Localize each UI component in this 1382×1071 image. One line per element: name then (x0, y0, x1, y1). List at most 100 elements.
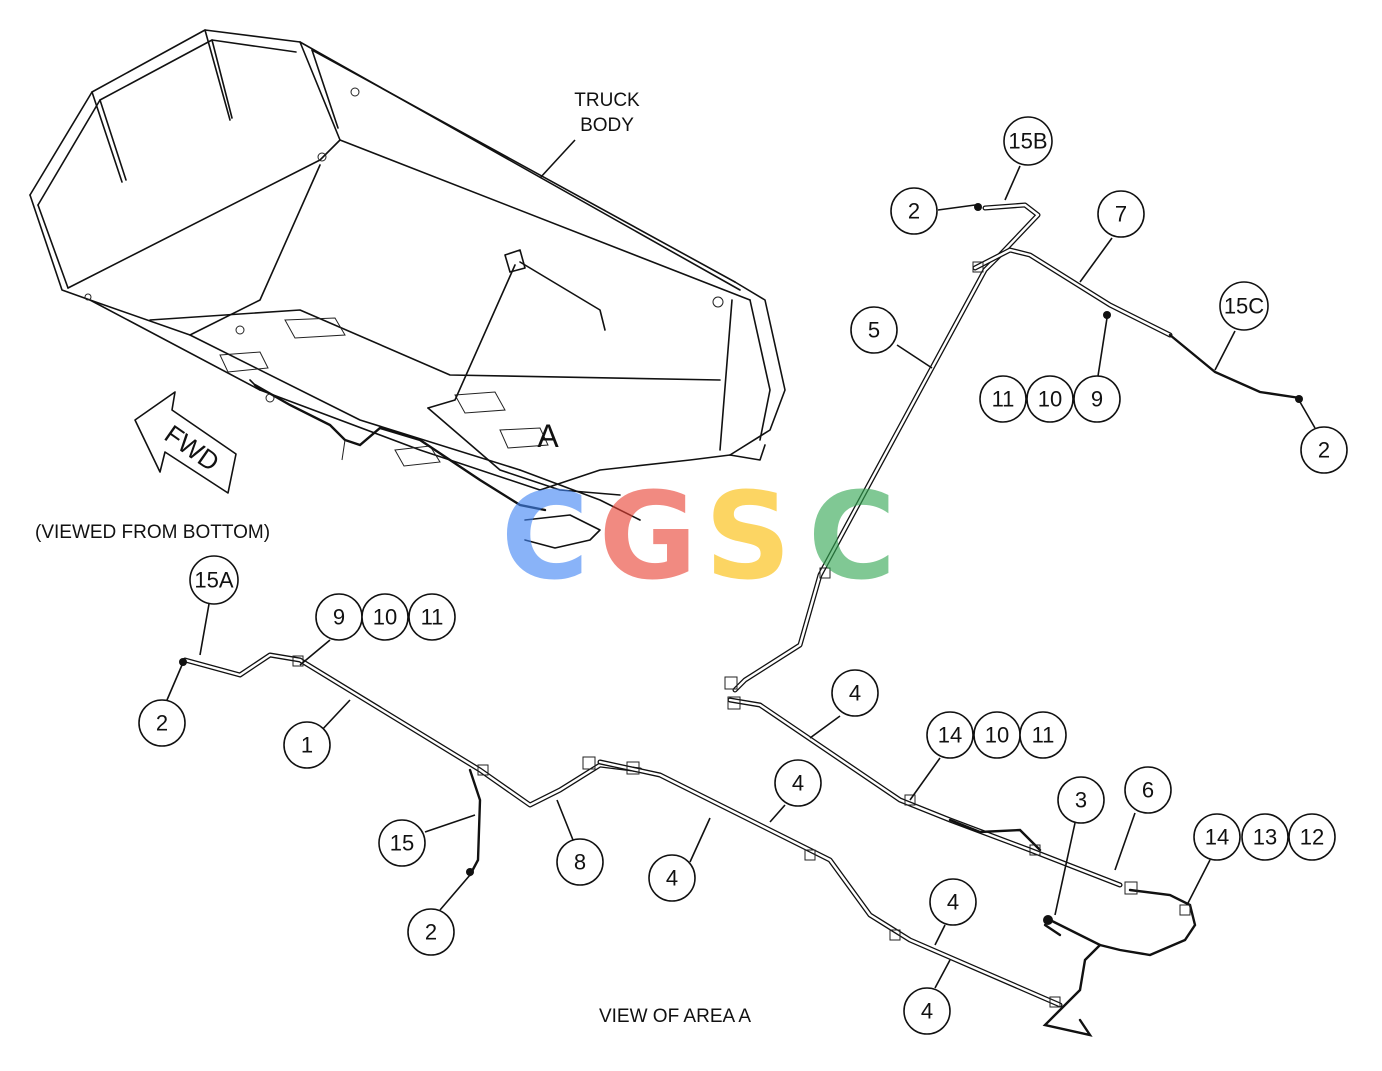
callout-10-upper: 10 (1026, 375, 1074, 423)
callout-circle (1026, 375, 1074, 423)
callout-number: 9 (1091, 387, 1103, 412)
callout-number: 11 (992, 387, 1015, 412)
callout-number: 8 (574, 850, 586, 875)
callout-circle (1073, 375, 1121, 423)
callout-14-a: 14 (926, 711, 974, 759)
callout-circle (979, 375, 1027, 423)
callout-number: 4 (921, 999, 933, 1024)
callout-11-left: 11 (408, 593, 456, 641)
callout-11-upper: 11 (979, 375, 1027, 423)
callout-number: 15 (390, 831, 414, 856)
watermark-letter: G (599, 468, 698, 607)
watermark-letter: C (501, 468, 589, 607)
forward-arrow-icon: FWD (134, 391, 237, 494)
callout-circle (850, 306, 898, 354)
callout-circle (556, 838, 604, 886)
callout-4-c: 4 (648, 854, 696, 902)
callout-circle (903, 987, 951, 1035)
callout-15b: 15B (1003, 116, 1053, 166)
tube-assemblies (179, 202, 1303, 1037)
callout-7: 7 (1097, 190, 1145, 238)
callout-circle (774, 759, 822, 807)
callout-number: 11 (1032, 723, 1055, 748)
callout-number: 2 (908, 199, 920, 224)
view-of-area-a-caption: VIEW OF AREA A (599, 1006, 751, 1027)
callout-circle (929, 878, 977, 926)
truck-body-leader (539, 139, 576, 179)
callout-number: 2 (1318, 438, 1330, 463)
callout-8: 8 (556, 838, 604, 886)
callout-10-left: 10 (361, 593, 409, 641)
fwd-label: FWD (159, 419, 225, 478)
callout-4-e: 4 (903, 987, 951, 1035)
callout-5: 5 (850, 306, 898, 354)
callout-circle (361, 593, 409, 641)
callout-circle (1193, 813, 1241, 861)
callout-2-right: 2 (1300, 426, 1348, 474)
callout-2-top: 2 (890, 187, 938, 235)
callout-1: 1 (283, 721, 331, 769)
callout-number: 4 (666, 866, 678, 891)
callout-9-left: 9 (315, 593, 363, 641)
callout-number: 2 (156, 711, 168, 736)
callout-number: 5 (868, 318, 880, 343)
callout-number: 13 (1253, 825, 1277, 850)
callout-11-a: 11 (1019, 711, 1067, 759)
callout-circle (648, 854, 696, 902)
truck-body-label-line2: BODY (580, 115, 634, 136)
callout-14-b: 14 (1193, 813, 1241, 861)
callout-number: 2 (425, 920, 437, 945)
callout-circle (890, 187, 938, 235)
viewed-from-bottom-label: (VIEWED FROM BOTTOM) (35, 522, 270, 543)
callout-number: 14 (1205, 825, 1229, 850)
callout-circle (1097, 190, 1145, 238)
callout-circle (1003, 116, 1053, 166)
area-a-marker: A (537, 418, 559, 454)
callout-number: 10 (985, 723, 1009, 748)
callout-3: 3 (1057, 776, 1105, 824)
callout-circle (1219, 281, 1269, 331)
callout-4-d: 4 (929, 878, 977, 926)
callout-number: 10 (373, 605, 397, 630)
callout-number: 4 (947, 890, 959, 915)
callout-6: 6 (1124, 766, 1172, 814)
callout-number: 4 (792, 771, 804, 796)
callout-number: 9 (333, 605, 345, 630)
callout-number: 12 (1300, 825, 1324, 850)
callout-13: 13 (1241, 813, 1289, 861)
callout-circle (926, 711, 974, 759)
callout-circle (1288, 813, 1336, 861)
callout-circle (1300, 426, 1348, 474)
callout-circle (283, 721, 331, 769)
callout-number: 10 (1038, 387, 1062, 412)
callout-15: 15 (378, 819, 426, 867)
callout-circle (831, 669, 879, 717)
callout-number: 4 (849, 681, 861, 706)
callout-number: 3 (1075, 788, 1087, 813)
callout-2-left: 2 (138, 699, 186, 747)
callout-circle (408, 593, 456, 641)
watermark-letter: C (808, 468, 896, 607)
truck-body-drawing (29, 29, 786, 549)
callout-circle (407, 908, 455, 956)
callout-4-b: 4 (774, 759, 822, 807)
leader-lines (166, 165, 1316, 989)
callout-15c: 15C (1219, 281, 1269, 331)
callout-number: 11 (421, 605, 444, 630)
callout-15a: 15A (189, 555, 239, 605)
callout-number: 1 (301, 733, 313, 758)
callout-circle (189, 555, 239, 605)
watermark-letter: S (705, 468, 791, 607)
callout-number: 15A (194, 568, 233, 593)
callout-2-bottom: 2 (407, 908, 455, 956)
callout-12: 12 (1288, 813, 1336, 861)
callout-circle (1124, 766, 1172, 814)
callout-circle (1019, 711, 1067, 759)
callout-circle (138, 699, 186, 747)
callout-circle (378, 819, 426, 867)
callout-circle (1241, 813, 1289, 861)
callout-number: 15B (1008, 129, 1047, 154)
callout-4-a: 4 (831, 669, 879, 717)
